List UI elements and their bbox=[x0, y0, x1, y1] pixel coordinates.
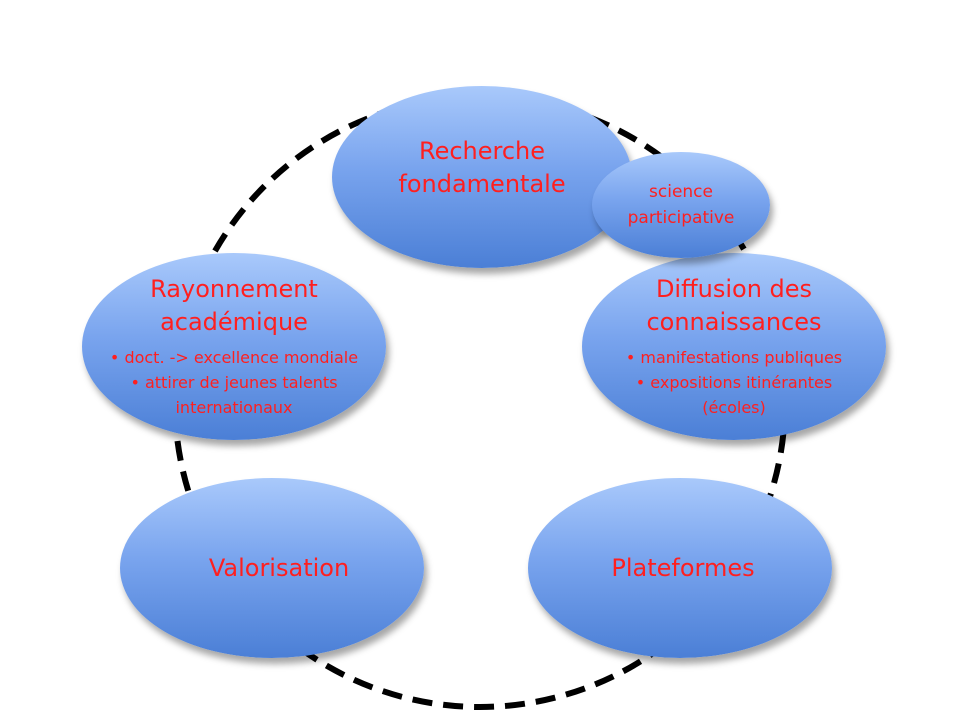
node-valorisation-title: Valorisation bbox=[208, 553, 350, 582]
node-diffusion-title-line1: Diffusion des bbox=[655, 275, 813, 303]
node-rayonnement-title-line1: Rayonnement bbox=[150, 275, 318, 303]
node-diffusion-title-line2: connaissances bbox=[646, 308, 822, 336]
node-rayonnement-bullets: doct. -> excellence mondiale attirer de … bbox=[110, 345, 358, 420]
node-diffusion-connaissances: Diffusion des connaissances manifestatio… bbox=[582, 253, 886, 440]
node-recherche-title-line1: Recherche bbox=[418, 137, 546, 165]
node-science-participative: science participative bbox=[592, 152, 770, 258]
node-recherche-title-line2: fondamentale bbox=[398, 170, 566, 198]
node-plateformes: Plateformes bbox=[528, 478, 832, 658]
node-valorisation: Valorisation bbox=[120, 478, 424, 658]
rayonnement-bullet-item: doct. -> excellence mondiale bbox=[110, 345, 358, 370]
node-plateformes-title: Plateformes bbox=[611, 553, 755, 582]
node-recherche-fondamentale: Recherche fondamentale bbox=[332, 86, 632, 268]
rayonnement-bullet-continuation: internationaux bbox=[175, 398, 293, 417]
node-science-line2: participative bbox=[627, 208, 735, 228]
node-diffusion-bullets: manifestations publiques expositions iti… bbox=[626, 345, 842, 420]
node-rayonnement-academique: Rayonnement académique doct. -> excellen… bbox=[82, 253, 386, 440]
node-science-line1: science bbox=[649, 182, 713, 202]
diffusion-bullet-item: manifestations publiques bbox=[626, 345, 842, 370]
node-rayonnement-title-line2: académique bbox=[160, 308, 308, 336]
diffusion-bullet-continuation: (écoles) bbox=[702, 398, 766, 417]
rayonnement-bullet-item: attirer de jeunes talents bbox=[110, 370, 358, 395]
diffusion-bullet-item: expositions itinérantes bbox=[626, 370, 842, 395]
